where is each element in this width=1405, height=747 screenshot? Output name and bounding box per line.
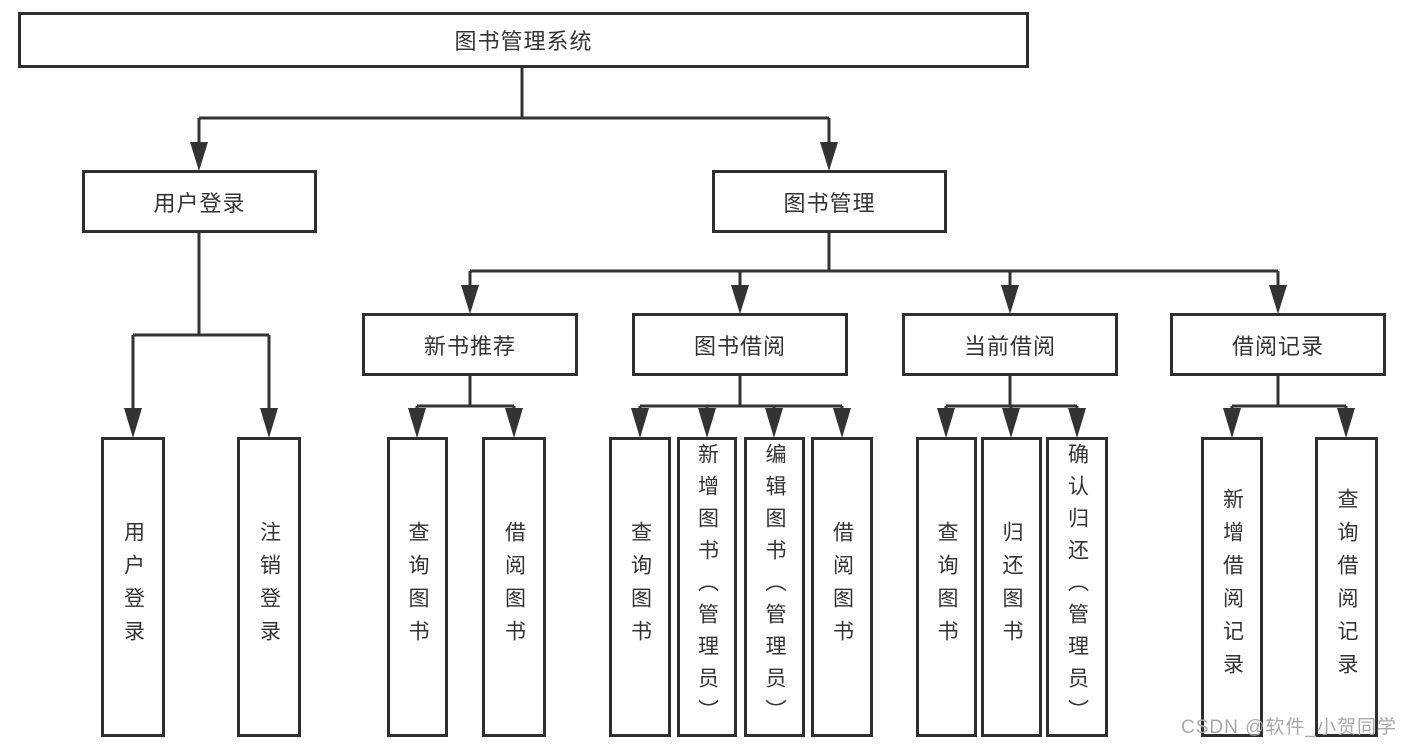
connector-new-book-recommend (408, 376, 523, 438)
leaf-add-borrow-record: 新增借阅记录 (1201, 437, 1263, 737)
connector-root (190, 68, 838, 171)
leaf-query-books-borrowing: 查询图书 (609, 437, 671, 737)
connector-book-management (461, 233, 1287, 314)
node-user-login: 用户登录 (82, 170, 317, 233)
leaf-user-login: 用户登录 (101, 437, 165, 737)
node-book-borrowing: 图书借阅 (632, 313, 848, 376)
leaf-query-books-recommend: 查询图书 (387, 437, 448, 737)
node-borrow-records: 借阅记录 (1170, 313, 1386, 376)
leaf-query-borrow-record: 查询借阅记录 (1315, 437, 1378, 737)
leaf-borrow-books-recommend: 借阅图书 (482, 437, 546, 737)
leaf-edit-book-admin: 编辑图书（管理员） (744, 437, 805, 737)
csdn-watermark: CSDN @软件_小贺同学 (1181, 717, 1397, 738)
node-new-book-recommend: 新书推荐 (362, 313, 578, 376)
leaf-return-book: 归还图书 (981, 437, 1042, 737)
connector-borrow-records (1223, 376, 1355, 438)
leaf-borrow-books-borrowing: 借阅图书 (811, 437, 873, 737)
leaf-query-books-current: 查询图书 (916, 437, 977, 737)
connector-current-borrowing (937, 376, 1086, 438)
leaf-confirm-return-admin: 确认归还（管理员） (1046, 437, 1108, 737)
node-book-management: 图书管理 (712, 170, 947, 233)
connector-book-borrowing (631, 376, 851, 438)
node-root-system: 图书管理系统 (18, 12, 1029, 68)
connector-user-login (124, 233, 278, 438)
leaf-add-book-admin: 新增图书（管理员） (677, 437, 737, 737)
leaf-logout: 注销登录 (237, 437, 301, 737)
node-current-borrowing: 当前借阅 (902, 313, 1118, 376)
